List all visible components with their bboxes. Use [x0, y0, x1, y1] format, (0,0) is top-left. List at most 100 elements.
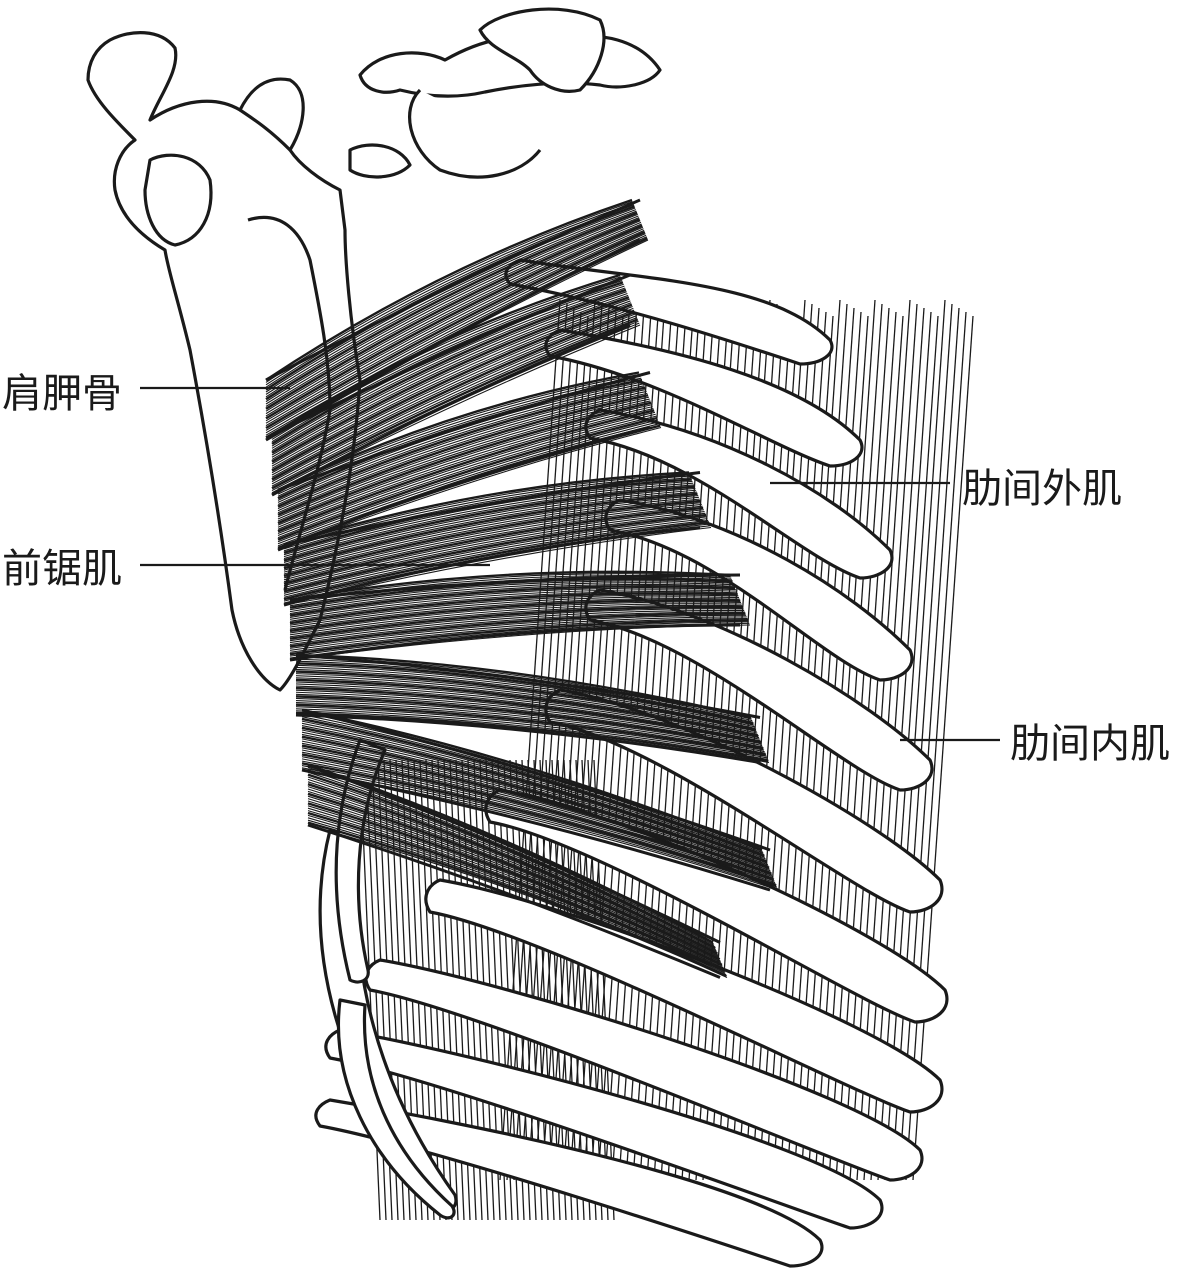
- serratus-fiber: [289, 618, 749, 656]
- serratus-fiber: [295, 703, 767, 756]
- rib: [336, 998, 456, 1220]
- serratus-fiber: [271, 300, 631, 467]
- serratus-fiber: [307, 807, 724, 969]
- serratus-fiber: [271, 296, 630, 463]
- serratus-fiber: [289, 621, 749, 657]
- serratus-fiber: [265, 217, 640, 407]
- serratus-fiber: [307, 817, 726, 974]
- serratus-fiber: [271, 305, 633, 474]
- serratus-fiber: [289, 616, 747, 651]
- serratus-fiber: [271, 292, 628, 458]
- serratus-fiber: [277, 413, 656, 537]
- serratus-fiber: [295, 662, 754, 725]
- serratus-fiber: [289, 611, 745, 646]
- serratus-fiber: [283, 516, 707, 594]
- serratus-fiber: [265, 221, 642, 415]
- serratus-fiber: [289, 596, 740, 628]
- rib: [584, 588, 934, 792]
- serratus-fiber: [289, 587, 736, 618]
- label-scapula: 肩胛骨: [2, 371, 122, 417]
- serratus-fiber: [301, 760, 776, 885]
- serratus-fiber: [307, 805, 723, 967]
- serratus-fiber: [289, 608, 744, 642]
- serratus-fiber: [295, 711, 769, 763]
- serratus-fiber: [301, 753, 775, 881]
- serratus-fiber: [277, 398, 650, 520]
- intercostal-fiber: [891, 303, 953, 1181]
- serratus-fiber: [301, 749, 773, 878]
- serratus-fiber: [289, 594, 739, 626]
- serratus-fiber: [277, 390, 647, 512]
- serratus-bundle-outline: [307, 763, 721, 979]
- ribs: [314, 258, 949, 1268]
- serratus-fiber: [271, 310, 636, 481]
- serratus-fiber: [307, 792, 721, 961]
- intercostal-fiber: [898, 307, 960, 1181]
- serratus-fiber: [295, 695, 764, 750]
- serratus-fiber: [277, 373, 640, 493]
- serratus-fiber: [295, 681, 760, 739]
- serratus-fiber: [265, 229, 645, 427]
- serratus-fiber: [295, 699, 765, 753]
- label-serratus-anterior: 前锯肌: [2, 546, 122, 592]
- serratus-fiber: [301, 717, 765, 858]
- serratus-fiber: [265, 198, 633, 381]
- serratus-fiber: [295, 668, 756, 729]
- serratus-fiber: [271, 298, 630, 465]
- serratus-fiber: [295, 678, 759, 738]
- serratus-fiber: [271, 318, 639, 490]
- serratus-fiber: [295, 664, 755, 726]
- serratus-fiber: [265, 234, 647, 434]
- serratus-fiber: [265, 201, 633, 383]
- serratus-fiber: [271, 294, 629, 460]
- serratus-fiber: [277, 396, 649, 518]
- intercostal-fiber: [912, 315, 974, 1181]
- serratus-fiber: [301, 729, 768, 864]
- serratus-fiber: [265, 213, 638, 403]
- serratus-bundle-outline: [283, 471, 701, 607]
- serratus-fiber: [307, 798, 722, 963]
- serratus-fiber: [283, 510, 705, 589]
- rib: [364, 958, 924, 1182]
- serratus-fiber: [307, 819, 727, 976]
- serratus-fiber: [283, 485, 695, 562]
- serratus-fiber: [265, 228, 644, 424]
- serratus-fiber: [301, 751, 774, 879]
- serratus-fiber: [271, 276, 621, 438]
- serratus-fiber: [277, 404, 653, 526]
- serratus-fiber: [277, 416, 658, 541]
- serratus-fiber: [283, 512, 706, 591]
- serratus-fiber: [277, 415, 657, 539]
- serratus-fiber: [271, 302, 632, 469]
- serratus-fiber: [289, 614, 747, 649]
- serratus-fiber: [307, 788, 719, 957]
- serratus-fiber: [277, 411, 656, 534]
- serratus-fiber: [289, 617, 748, 653]
- serratus-fiber: [307, 811, 725, 972]
- serratus-fiber: [271, 285, 625, 449]
- serratus-fiber: [295, 675, 758, 734]
- serratus-fiber: [277, 401, 652, 525]
- serratus-fiber: [307, 795, 721, 962]
- intercostal-fiber: [905, 311, 967, 1181]
- serratus-fiber: [289, 592, 738, 625]
- serratus-fiber: [295, 689, 762, 745]
- serratus-fiber: [301, 725, 767, 861]
- serratus-fiber: [271, 303, 633, 472]
- serratus-fiber: [277, 406, 653, 528]
- serratus-fiber: [307, 824, 728, 979]
- serratus-fiber: [277, 392, 648, 514]
- serratus-fiber: [283, 496, 699, 573]
- serratus-fiber: [289, 580, 734, 611]
- serratus-fiber: [271, 288, 627, 454]
- serratus-fiber: [283, 482, 694, 558]
- serratus-fiber: [283, 498, 700, 575]
- serratus-fiber: [265, 218, 641, 410]
- serratus-fiber: [265, 209, 637, 395]
- serratus-bundle-outline: [289, 573, 741, 662]
- serratus-fiber: [301, 756, 775, 882]
- serratus-fiber: [289, 604, 743, 638]
- serratus-fiber: [271, 315, 637, 485]
- serratus-fiber: [283, 484, 695, 560]
